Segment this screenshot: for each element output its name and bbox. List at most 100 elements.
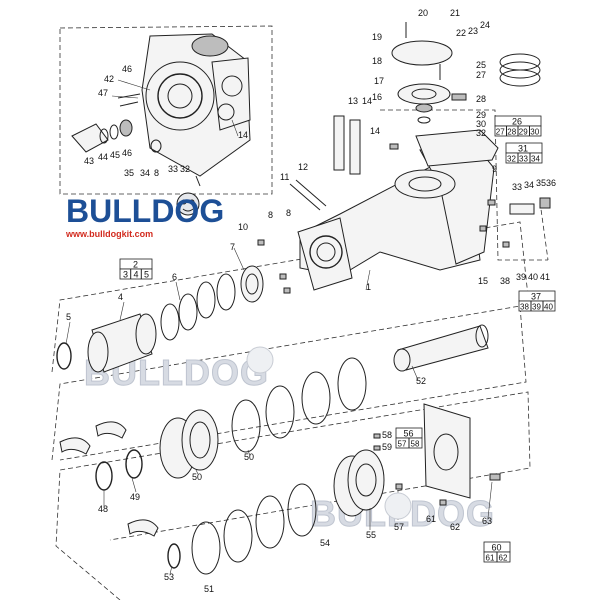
callout-7: 8: [286, 208, 291, 218]
kit-26-item-3: 29: [519, 128, 528, 137]
callout-16: 17: [374, 76, 384, 86]
callout-57: 58: [382, 430, 392, 440]
pins-12-13: [333, 115, 361, 175]
callout-59: 61: [426, 514, 436, 524]
watermark-1: BULLDOG: [84, 352, 269, 393]
kit-60-item-2: 62: [499, 554, 508, 563]
kit-31-item-3: 34: [531, 155, 540, 164]
inset-detail-frame: [59, 25, 273, 195]
callout-34a: 34: [140, 168, 150, 178]
assembly-axis-frame-2: [51, 305, 527, 461]
callout-53: 54: [320, 538, 330, 548]
callout-20: 21: [450, 8, 460, 18]
callout-14b: 14: [370, 126, 380, 136]
kit-37-item-3: 40: [544, 303, 553, 312]
callout-14c: 15: [478, 276, 488, 286]
callout-1: 1: [366, 282, 371, 292]
callout-44: 45: [110, 150, 120, 160]
shaft-51: [393, 324, 489, 372]
shaft-assembly-upper: [56, 265, 264, 373]
callout-55: 57: [394, 522, 404, 532]
bulldog-watermark-icon: [246, 346, 274, 374]
brand-url: www.bulldogkit.com: [66, 229, 154, 239]
callout-36: 38: [500, 276, 510, 286]
callout-32b: 33: [512, 182, 522, 192]
hub-54: [333, 449, 385, 517]
callout-27: 28: [476, 94, 486, 104]
callout-58: 59: [382, 442, 392, 452]
callout-46b: 47: [98, 88, 108, 98]
callout-47: 48: [98, 504, 108, 514]
callout-33b: 34: [524, 180, 534, 190]
kit-box-60: 60 61 62: [483, 541, 511, 563]
kit-box-56: 56 57 58: [395, 427, 423, 449]
callout-61: 62: [450, 522, 460, 532]
callout-10: 11: [280, 172, 289, 182]
callout-41: 42: [104, 74, 114, 84]
main-housing: [297, 129, 499, 291]
kit-26-item-1: 27: [496, 128, 505, 137]
callout-62: 63: [482, 516, 492, 526]
callout-32a: 32: [180, 164, 190, 174]
right-axis-line: [539, 201, 549, 261]
callout-52: 53: [164, 572, 174, 582]
kit-2-item-2: 4: [134, 270, 139, 280]
callout-30: 32: [476, 128, 486, 138]
callout-8b: 8: [268, 210, 273, 220]
callout-15: 16: [372, 92, 382, 102]
kit-26-item-2: 28: [507, 128, 516, 137]
kit-31-title: 31: [518, 144, 528, 154]
kit-56-item-1: 57: [398, 440, 407, 449]
kit-box-31: 31 32 33 34: [505, 142, 543, 164]
kit-60-item-1: 61: [486, 554, 495, 563]
callout-50a: 50: [244, 452, 254, 462]
callout-4: 5: [66, 312, 71, 322]
kit-26-title: 26: [512, 117, 522, 127]
top-cap-assembly: [391, 22, 541, 124]
callout-8a: 8: [154, 168, 159, 178]
brand-logo: BULLDOG www.bulldogkit.com: [66, 194, 224, 244]
callout-9: 10: [238, 222, 248, 232]
callout-12: 13: [348, 96, 358, 106]
brand-name: BULLDOG: [66, 193, 225, 229]
kit-box-2: 2 3 4 5: [119, 258, 153, 280]
callout-25: 27: [476, 70, 486, 80]
callout-19: 20: [418, 8, 428, 18]
kit-box-37: 37 38 39 40: [518, 290, 556, 312]
callout-labels: 1 4 5 6 7 8 8 8 9 10 11 12 13 14 14 14 1…: [66, 8, 556, 594]
callout-8c: 9: [492, 164, 497, 174]
seal-rings-upper: [231, 357, 367, 453]
callout-17: 18: [372, 56, 382, 66]
bulldog-watermark-icon-2: [384, 492, 412, 520]
callout-22: 23: [468, 26, 478, 36]
kit-56-item-2: 58: [411, 440, 420, 449]
callout-49: 50: [192, 472, 202, 482]
callout-11: 12: [298, 162, 308, 172]
callout-6: 7: [230, 242, 235, 252]
callout-51: 52: [416, 376, 426, 386]
kit-2-title: 2: [133, 260, 138, 270]
kit-2-item-3: 5: [144, 270, 149, 280]
callout-40: 41: [540, 272, 550, 282]
kit-2-item-1: 3: [123, 270, 128, 280]
kit-26-item-4: 30: [530, 128, 539, 137]
callout-42: 43: [84, 156, 94, 166]
callout-21: 22: [456, 28, 466, 38]
callout-50b: 51: [204, 584, 214, 594]
inset-housing-drawing: [71, 33, 251, 187]
callout-35a: 35: [124, 168, 134, 178]
kit-37-title: 37: [531, 292, 541, 302]
callout-14a: 14: [238, 130, 248, 140]
callout-29: 30: [476, 119, 486, 129]
callout-28: 29: [476, 110, 486, 120]
callout-24: 25: [476, 60, 486, 70]
callout-38: 39: [516, 272, 526, 282]
callout-5: 6: [172, 272, 177, 282]
kit-31-item-1: 32: [507, 155, 516, 164]
callout-43: 44: [98, 152, 108, 162]
fasteners: [257, 143, 551, 506]
callout-35b: 36: [546, 178, 556, 188]
callout-13: 14: [362, 96, 372, 106]
top-housing-frame: [380, 109, 548, 261]
